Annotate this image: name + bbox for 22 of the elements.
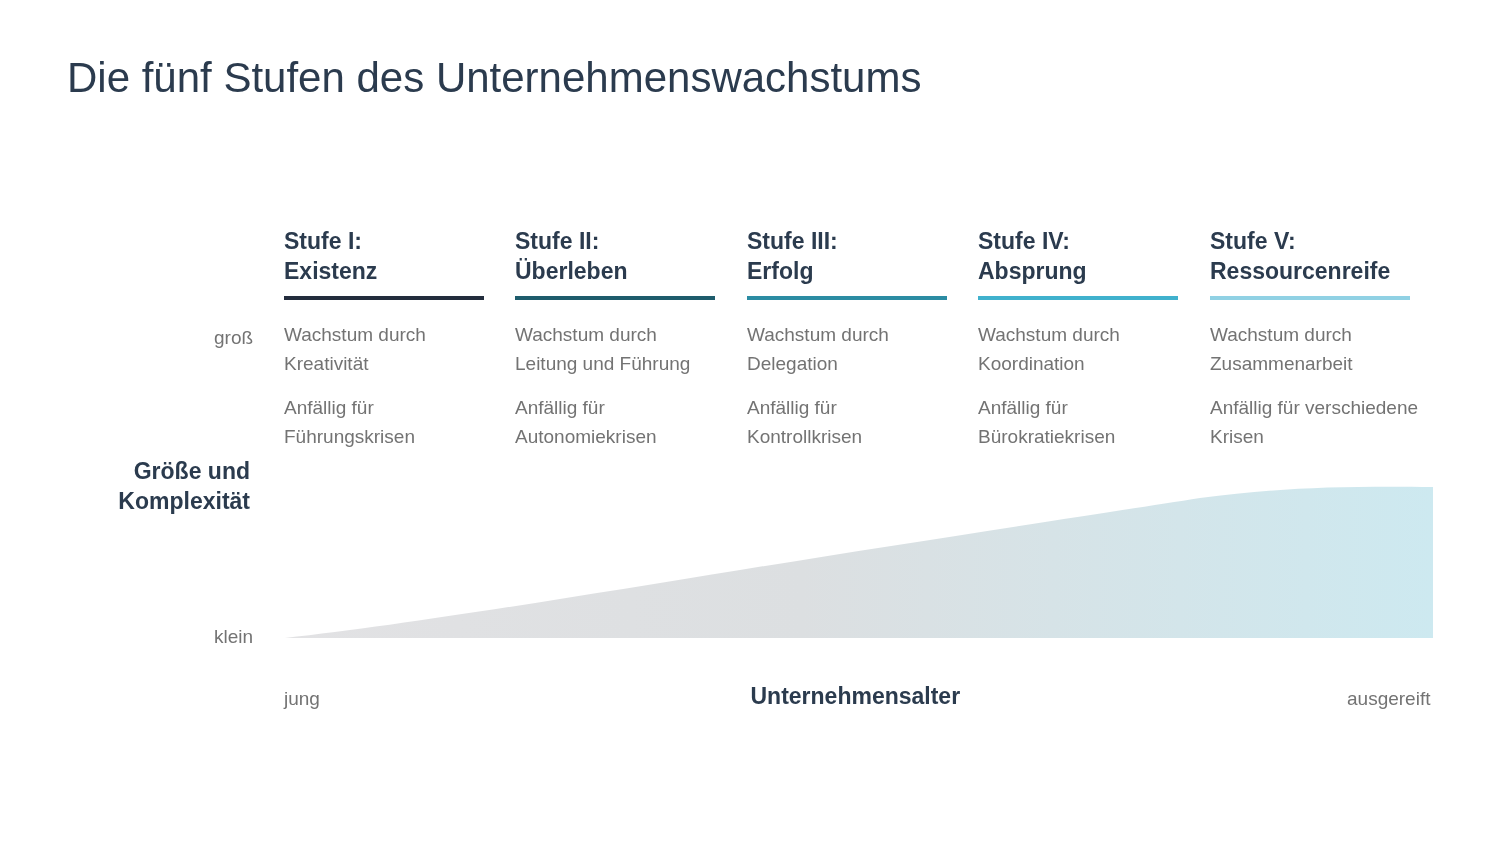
axis-tick-label: groß: [214, 326, 255, 350]
growth-driver-text: Wachstum durch Zusammenarbeit: [1210, 323, 1354, 376]
stage-heading: Stufe V: Ressourcenreife: [1210, 227, 1391, 286]
crisis-text: Anfällig für verschiedene Krisen: [1210, 396, 1420, 449]
axis-title: Größe und Komplexität: [117, 457, 250, 516]
growth-driver-text: Wachstum durch Koordination: [978, 323, 1121, 376]
growth-driver-text: Wachstum durch Leitung und Führung: [515, 323, 692, 376]
crisis-text: Anfällig für Kontrollkrisen: [747, 396, 864, 449]
stage-heading: Stufe III: Erfolg: [747, 227, 839, 286]
slide-title: Die fünf Stufen des Unternehmenswachstums: [67, 53, 923, 103]
crisis-text: Anfällig für Führungskrisen: [284, 396, 416, 449]
axis-tick-label: ausgereift: [1347, 687, 1432, 711]
crisis-text: Anfällig für Autonomiekrisen: [515, 396, 658, 449]
stage-heading: Stufe II: Überleben: [515, 227, 629, 286]
growth-driver-text: Wachstum durch Delegation: [747, 323, 890, 376]
crisis-text: Anfällig für Bürokratiekrisen: [978, 396, 1117, 449]
stage-heading: Stufe I: Existenz: [284, 227, 379, 286]
growth-driver-text: Wachstum durch Kreativität: [284, 323, 427, 376]
axis-tick-label: jung: [284, 687, 321, 711]
axis-tick-label: klein: [214, 625, 255, 649]
stage-heading: Stufe IV: Absprung: [978, 227, 1088, 286]
axis-title: Unternehmensalter: [750, 682, 962, 711]
